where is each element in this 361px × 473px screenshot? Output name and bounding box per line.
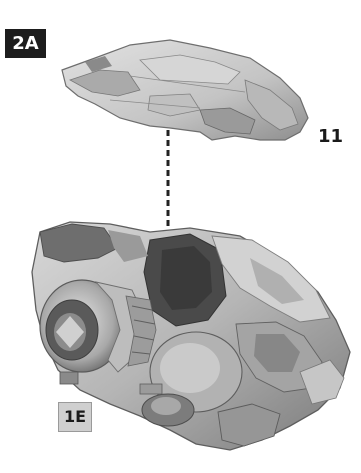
part-11-component: [62, 40, 308, 140]
part-label-11: 11: [318, 126, 343, 147]
part-label-1e: 1E: [58, 402, 92, 432]
